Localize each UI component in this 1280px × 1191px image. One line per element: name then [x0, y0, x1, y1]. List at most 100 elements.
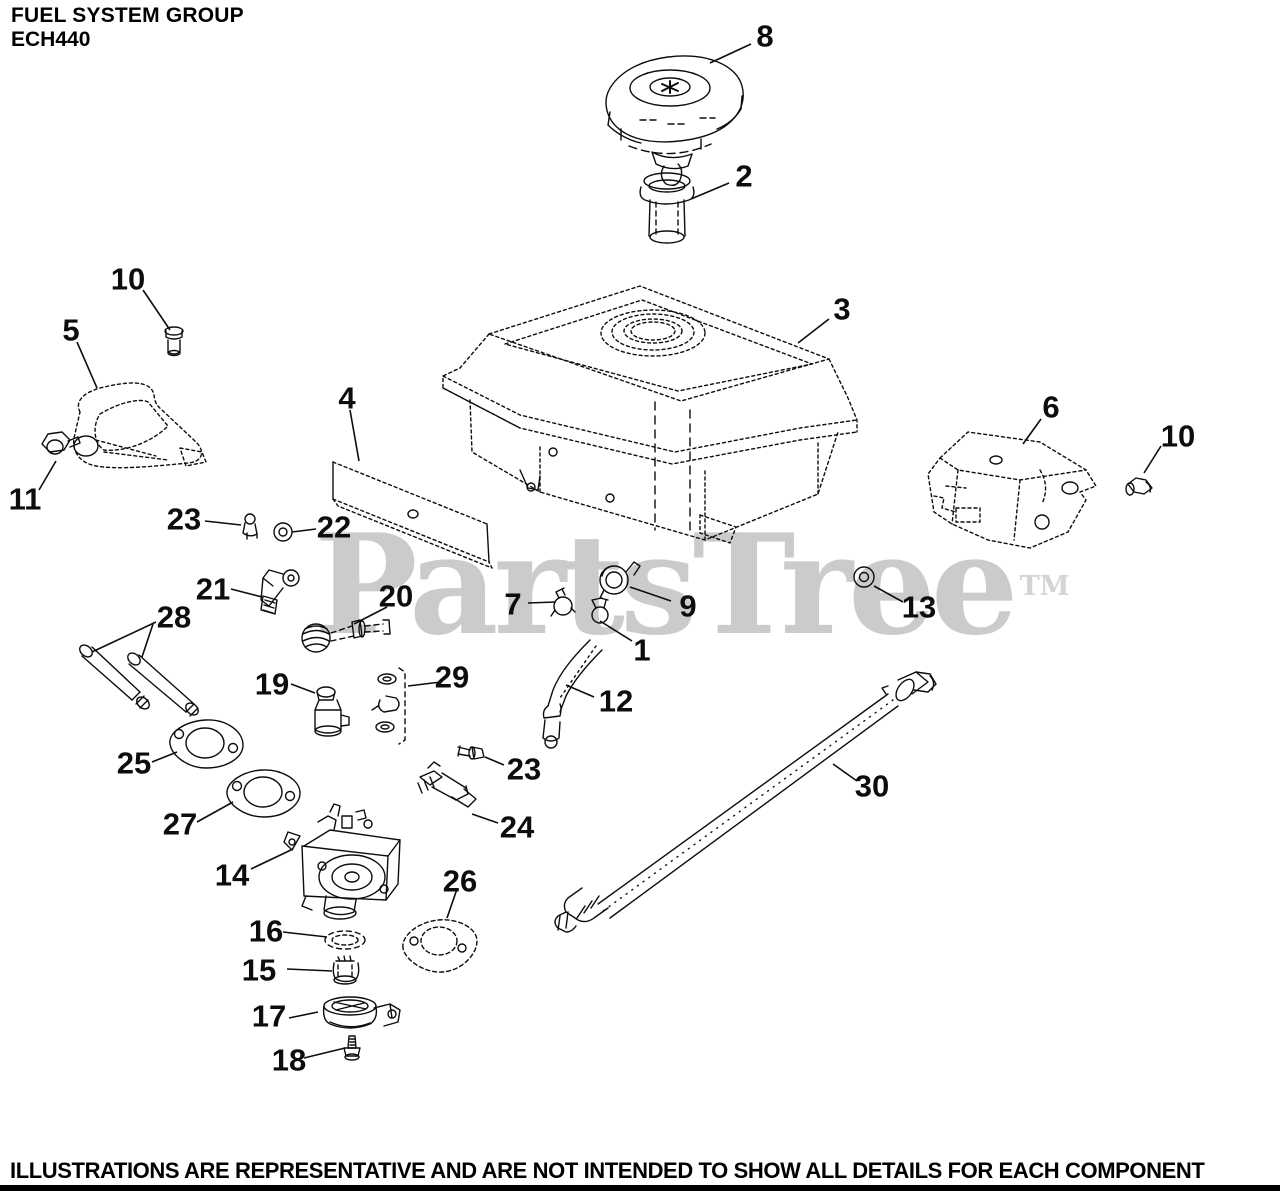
- part-callout-20: 20: [379, 579, 413, 614]
- part-callout-4: 4: [338, 381, 356, 416]
- part-callout-28: 28: [157, 600, 191, 635]
- bolt-23-drawing: [458, 746, 484, 759]
- callout-leader-line: [291, 528, 317, 533]
- lever-bracket-drawing: [261, 570, 299, 614]
- callout-leader-line: [353, 606, 388, 625]
- part-callout-21: 21: [196, 572, 230, 607]
- gasket-25-drawing: [170, 720, 243, 768]
- bracket-right-drawing: [928, 432, 1096, 548]
- callout-leader-line: [832, 763, 858, 782]
- filter-cup-drawing: [333, 956, 358, 984]
- heat-shield-panel-drawing: [333, 462, 492, 568]
- callout-leader-line: [527, 601, 557, 604]
- callout-leader-line: [1022, 418, 1042, 445]
- part-callout-14: 14: [215, 858, 250, 893]
- callout-leader-line: [873, 585, 904, 603]
- fuel-line-drawing: [555, 672, 936, 932]
- part-callout-29: 29: [435, 660, 469, 695]
- grommet-left-drawing: [165, 327, 183, 356]
- trademark-symbol: TM: [1019, 571, 1070, 602]
- callout-leader-line: [38, 460, 57, 491]
- callout-leader-line: [709, 43, 752, 64]
- model-number: ECH440: [11, 28, 91, 52]
- part-callout-8: 8: [756, 19, 773, 54]
- callout-leader-line: [471, 813, 499, 824]
- part-callout-7: 7: [504, 587, 521, 622]
- callout-leader-line: [690, 182, 730, 200]
- part-callout-17: 17: [252, 999, 286, 1034]
- callout-leader-line: [204, 520, 242, 526]
- carburetor-drawing: [284, 804, 400, 919]
- part-callout-9: 9: [679, 589, 696, 624]
- callout-leader-line: [230, 588, 263, 598]
- callout-leader-line: [407, 681, 442, 687]
- part-callout-23: 23: [507, 752, 541, 787]
- fuel-bowl-drawing: [324, 997, 400, 1028]
- callout-leader-line: [565, 684, 595, 698]
- callout-leader-line: [599, 620, 633, 642]
- part-callout-12: 12: [599, 684, 633, 719]
- fuel-valve-drawing: [315, 687, 349, 736]
- callout-leader-line: [282, 931, 328, 938]
- callout-leader-line: [349, 409, 360, 462]
- callout-leader-line: [76, 341, 98, 389]
- callout-leader-line: [91, 621, 157, 653]
- part-callout-18: 18: [272, 1043, 306, 1078]
- gasket-27-drawing: [227, 770, 300, 817]
- part-callout-30: 30: [855, 769, 889, 804]
- fuel-solenoid-drawing: [418, 762, 476, 807]
- page-header: FUEL SYSTEM GROUP ECH440: [11, 4, 244, 52]
- part-callout-16: 16: [249, 914, 283, 949]
- callout-leader-line: [151, 751, 178, 763]
- footer-divider-bar: [0, 1185, 1280, 1191]
- part-callout-1: 1: [633, 633, 650, 668]
- o-ring-drawing: [325, 931, 365, 949]
- bowl-screw-drawing: [344, 1036, 360, 1060]
- callout-leader-line: [797, 318, 830, 344]
- part-callout-2: 2: [735, 159, 752, 194]
- fuel-pump-drawing: [600, 562, 640, 600]
- part-callout-10: 10: [1161, 419, 1195, 454]
- fuel-cap-drawing: [606, 56, 743, 185]
- callout-leader-line: [142, 289, 171, 331]
- page-title: FUEL SYSTEM GROUP: [11, 4, 244, 27]
- part-callout-11: 11: [9, 482, 42, 517]
- fuel-tank-drawing: [443, 286, 857, 543]
- bolt-and-grommet-drawing: [302, 620, 390, 652]
- part-callout-22: 22: [317, 510, 351, 545]
- callout-leader-line: [303, 1047, 346, 1059]
- part-callout-5: 5: [62, 313, 79, 348]
- part-callout-19: 19: [255, 667, 289, 702]
- part-callout-13: 13: [902, 590, 936, 625]
- callout-leader-line: [196, 801, 234, 823]
- repair-kit-drawing: [372, 668, 405, 744]
- part-callout-25: 25: [117, 746, 151, 781]
- flange-bolt-drawing: [42, 432, 80, 454]
- part-callout-23: 23: [167, 502, 201, 537]
- grommet-right-drawing: [1126, 478, 1152, 495]
- clip-upper-drawing: [243, 514, 257, 539]
- callout-leader-line: [484, 756, 505, 766]
- tank-bracket-drawing: [74, 383, 206, 468]
- callout-leader-line: [1143, 445, 1162, 474]
- hose-clamp-7-drawing: [551, 588, 575, 616]
- callout-leader-line: [446, 888, 458, 919]
- part-callout-27: 27: [163, 807, 197, 842]
- hose-clamp-1-drawing: [592, 598, 608, 623]
- callout-leader-line: [141, 623, 154, 658]
- callout-leader-line: [288, 1011, 319, 1019]
- part-callout-3: 3: [833, 292, 850, 327]
- nut-13-drawing: [854, 567, 874, 587]
- part-callout-6: 6: [1042, 390, 1059, 425]
- washer-22-drawing: [274, 523, 292, 541]
- part-callout-24: 24: [500, 810, 535, 845]
- callout-leader-line: [286, 968, 333, 972]
- gasket-26-drawing: [403, 920, 477, 972]
- filler-neck-drawing: [640, 173, 694, 243]
- callout-leader-line: [290, 683, 316, 694]
- fuel-hose-drawing: [543, 640, 602, 748]
